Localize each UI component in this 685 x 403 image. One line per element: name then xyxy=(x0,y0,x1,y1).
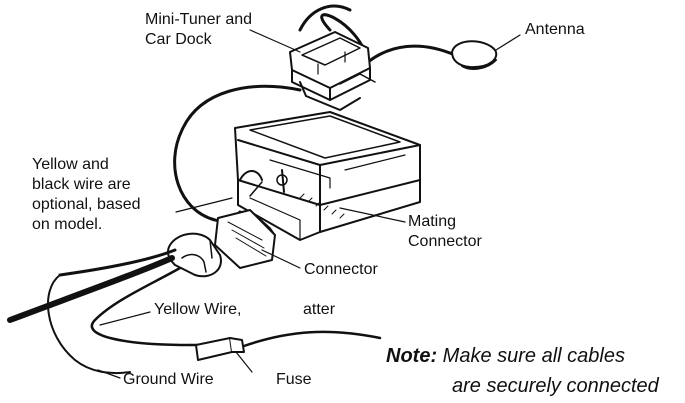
fuse-label: Fuse xyxy=(276,371,312,388)
ground-wire-leader xyxy=(97,369,121,379)
optional-wire-note-line1: Yellow and xyxy=(32,156,109,173)
mating-connector-label-line1: Mating xyxy=(408,213,457,230)
mini-tuner-label-line2: Car Dock xyxy=(145,31,212,48)
antenna-cable-top-loop xyxy=(298,4,352,32)
note-line1: Note: Make sure all cables xyxy=(386,344,625,368)
optional-wire-note-line3: optional, based xyxy=(32,196,141,213)
yellow-wire-label: Yellow Wire, xyxy=(154,301,242,318)
optional-wire-note-line2: black wire are xyxy=(32,176,131,193)
note-line2: are securely connected xyxy=(452,375,659,397)
mating-connector-leader xyxy=(339,207,406,223)
note-prefix: Note: xyxy=(386,345,438,367)
inline-fuse xyxy=(195,330,382,373)
antenna-puck xyxy=(451,34,521,70)
optional-wire-note-line4: on model. xyxy=(32,216,103,233)
mini-tuner-label-line1: Mini-Tuner and xyxy=(145,11,253,28)
mini-tuner-dock xyxy=(249,29,376,111)
mating-connector-box xyxy=(234,111,421,241)
antenna-label: Antenna xyxy=(525,21,585,38)
plug-connector xyxy=(214,209,301,269)
yellow-optional-leader xyxy=(175,197,233,213)
yellow-wire-leader xyxy=(99,311,151,326)
connector-label: Connector xyxy=(304,261,378,278)
ground-wire-label: Ground Wire xyxy=(123,371,214,388)
note-text-line1: Make sure all cables xyxy=(442,345,625,367)
battery-wire-label-fragment: atter xyxy=(303,301,336,318)
mating-connector-label-line2: Connector xyxy=(408,233,482,250)
plug-housing xyxy=(166,232,222,278)
wire-bundle xyxy=(7,248,232,375)
